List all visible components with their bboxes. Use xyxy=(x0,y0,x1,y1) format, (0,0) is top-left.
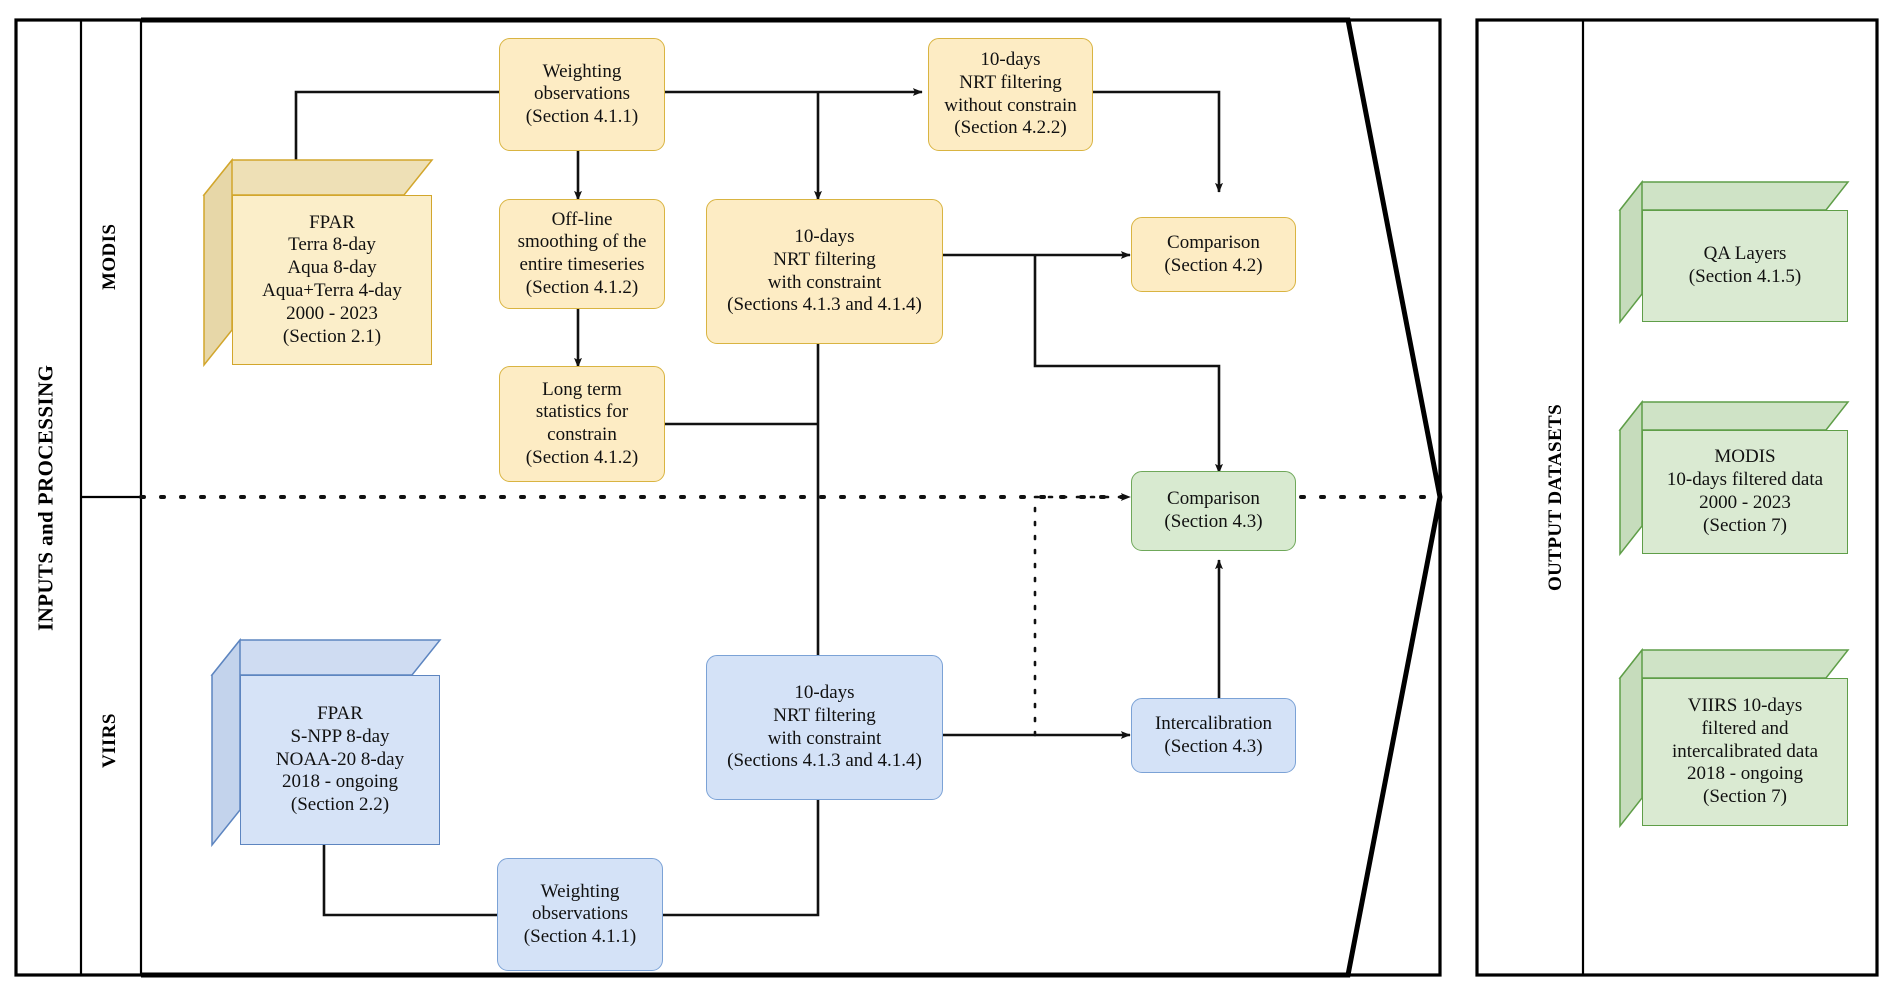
band-label-inputs: INPUTS and PROCESSING xyxy=(33,364,58,631)
modis-long-term-statistics[interactable]: Long term statistics for constrain (Sect… xyxy=(499,366,665,482)
output-modis-filtered-label: MODIS 10-days filtered data 2000 - 2023 … xyxy=(1642,430,1848,554)
output-qa-layers-label: QA Layers (Section 4.1.5) xyxy=(1642,210,1848,322)
viirs-intercalibration[interactable]: Intercalibration (Section 4.3) xyxy=(1131,698,1296,773)
output-modis-filtered-cube[interactable]: MODIS 10-days filtered data 2000 - 2023 … xyxy=(1618,399,1850,557)
output-viirs-filtered-label: VIIRS 10-days filtered and intercalibrat… xyxy=(1642,678,1848,826)
viirs-connectors xyxy=(322,309,1223,917)
cube-3d-shading xyxy=(1618,647,1850,829)
modis-connectors xyxy=(294,88,1223,474)
viirs-input-cube-label: FPAR S-NPP 8-day NOAA-20 8-day 2018 - on… xyxy=(240,675,440,845)
viirs-weighting-observations[interactable]: Weighting observations (Section 4.1.1) xyxy=(497,858,663,971)
viirs-nrt-with-constraint[interactable]: 10-days NRT filtering with constraint (S… xyxy=(706,655,943,800)
modis-offline-smoothing[interactable]: Off-line smoothing of the entire timeser… xyxy=(499,199,665,309)
modis-input-cube[interactable]: FPAR Terra 8-day Aqua 8-day Aqua+Terra 4… xyxy=(202,157,434,368)
modis-nrt-without-constrain[interactable]: 10-days NRT filtering without constrain … xyxy=(928,38,1093,151)
cube-3d-shading xyxy=(202,157,434,368)
processing-arrow-shape xyxy=(141,17,1443,978)
modis-input-cube-label: FPAR Terra 8-day Aqua 8-day Aqua+Terra 4… xyxy=(232,195,432,365)
output-viirs-filtered-cube[interactable]: VIIRS 10-days filtered and intercalibrat… xyxy=(1618,647,1850,829)
band-label-viirs: VIIRS xyxy=(99,713,120,769)
modis-weighting-observations[interactable]: Weighting observations (Section 4.1.1) xyxy=(499,38,665,151)
band-label-output-datasets: OUTPUT DATASETS xyxy=(1545,403,1566,592)
output-qa-layers-cube[interactable]: QA Layers (Section 4.1.5) xyxy=(1618,179,1850,325)
viirs-input-cube[interactable]: FPAR S-NPP 8-day NOAA-20 8-day 2018 - on… xyxy=(210,637,442,848)
outputs-frame xyxy=(1475,18,1879,977)
band-label-modis: MODIS xyxy=(99,223,120,291)
shared-comparison-43[interactable]: Comparison (Section 4.3) xyxy=(1131,471,1296,551)
modis-comparison-42[interactable]: Comparison (Section 4.2) xyxy=(1131,217,1296,292)
modis-nrt-with-constraint[interactable]: 10-days NRT filtering with constraint (S… xyxy=(706,199,943,344)
